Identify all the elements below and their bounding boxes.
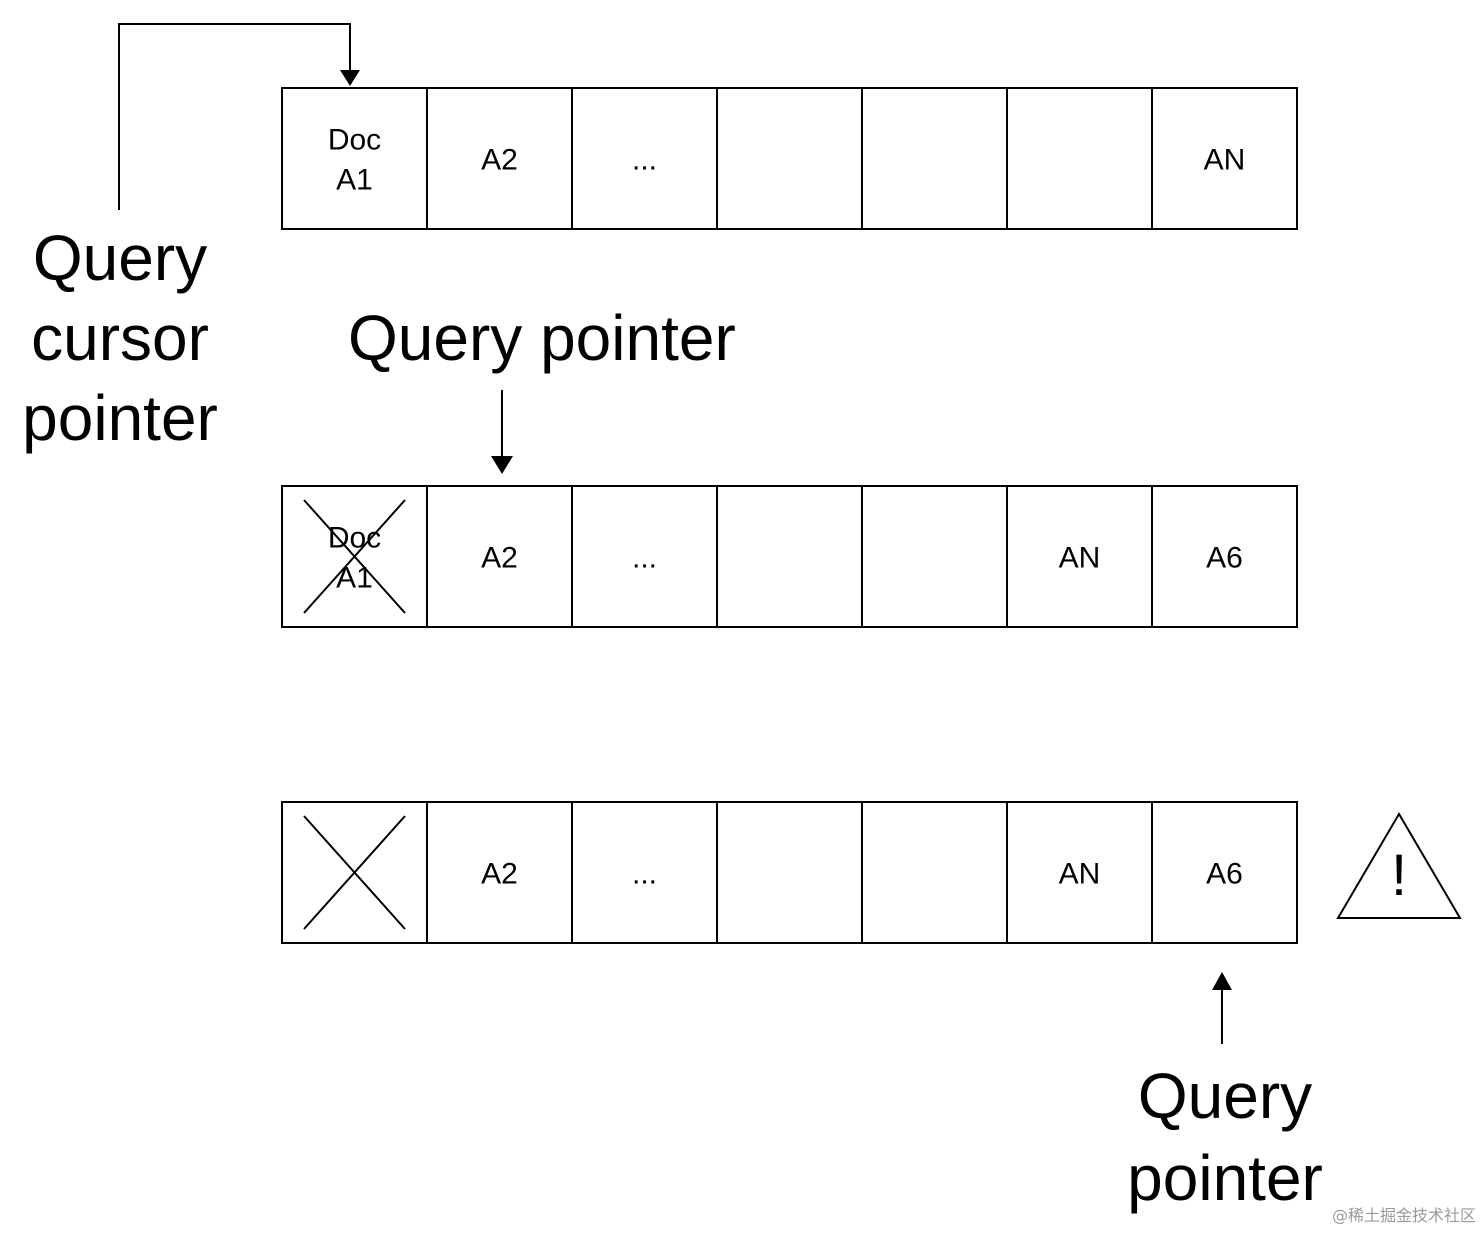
cell-border — [1151, 87, 1298, 230]
cell-border — [716, 801, 863, 944]
array-cell — [281, 801, 428, 944]
array-cell — [861, 801, 1008, 944]
label-line: cursor — [31, 302, 209, 374]
query-pointer-arrowhead-row3 — [1212, 972, 1232, 990]
cursor-pointer-connector — [118, 23, 351, 210]
array-cell: A6 — [1151, 801, 1298, 944]
cell-border — [1151, 801, 1298, 944]
array-cell: ... — [571, 485, 718, 628]
query-pointer-label-row2: Query pointer — [348, 302, 736, 374]
watermark: @稀土掘金技术社区 — [1331, 1206, 1476, 1225]
cell-label: A6 — [1206, 858, 1243, 891]
cross-out-line — [303, 499, 406, 614]
cell-label: A2 — [481, 858, 518, 891]
cell-border — [861, 801, 1008, 944]
array-cell — [716, 801, 863, 944]
array-cell: AN — [1006, 801, 1153, 944]
cell-label: A1 — [336, 562, 373, 595]
array-cell: AN — [1151, 87, 1298, 230]
array-cell — [861, 485, 1008, 628]
warning-icon: ! — [1336, 812, 1462, 919]
array-cell: A6 — [1151, 485, 1298, 628]
array-row-3: A2... AN A6 — [281, 801, 1298, 944]
query-pointer-label-row3: Query pointer — [1110, 1064, 1340, 1228]
array-cell: ... — [571, 801, 718, 944]
cell-label: ... — [632, 144, 657, 177]
cell-border — [861, 485, 1008, 628]
array-cell: A2 — [426, 801, 573, 944]
cursor-pointer-arrowhead — [340, 70, 360, 86]
cell-label: AN — [1059, 542, 1101, 575]
cell-border — [716, 485, 863, 628]
cell-label: AN — [1204, 144, 1246, 177]
query-pointer-arrowhead-row2 — [491, 456, 513, 474]
array-cell: A2 — [426, 87, 573, 230]
array-cell: A2 — [426, 485, 573, 628]
cell-label: Doc — [328, 124, 381, 157]
query-cursor-pointer-label: Query cursor pointer — [10, 226, 230, 466]
label-line: pointer — [22, 382, 218, 454]
array-cell — [1006, 87, 1153, 230]
cell-label: ... — [632, 542, 657, 575]
cell-label: ... — [632, 858, 657, 891]
array-cell: AN — [1006, 485, 1153, 628]
cross-out-line — [303, 815, 406, 930]
svg-text:!: ! — [1391, 843, 1407, 908]
array-cell — [716, 485, 863, 628]
array-cell — [716, 87, 863, 230]
cell-border — [281, 87, 428, 230]
array-cell: ... — [571, 87, 718, 230]
cell-label: Doc — [328, 522, 381, 555]
cell-border — [861, 87, 1008, 230]
cell-border — [1006, 87, 1153, 230]
cell-border — [1151, 485, 1298, 628]
cell-border — [716, 87, 863, 230]
array-cell — [861, 87, 1008, 230]
label-line: Query — [1137, 1060, 1313, 1132]
cell-label: AN — [1059, 858, 1101, 891]
cell-label: A1 — [336, 164, 373, 197]
label-line: pointer — [1127, 1142, 1323, 1214]
cell-label: A6 — [1206, 542, 1243, 575]
cell-label: A2 — [481, 542, 518, 575]
cell-label: A2 — [481, 144, 518, 177]
label-line: Query — [32, 222, 208, 294]
